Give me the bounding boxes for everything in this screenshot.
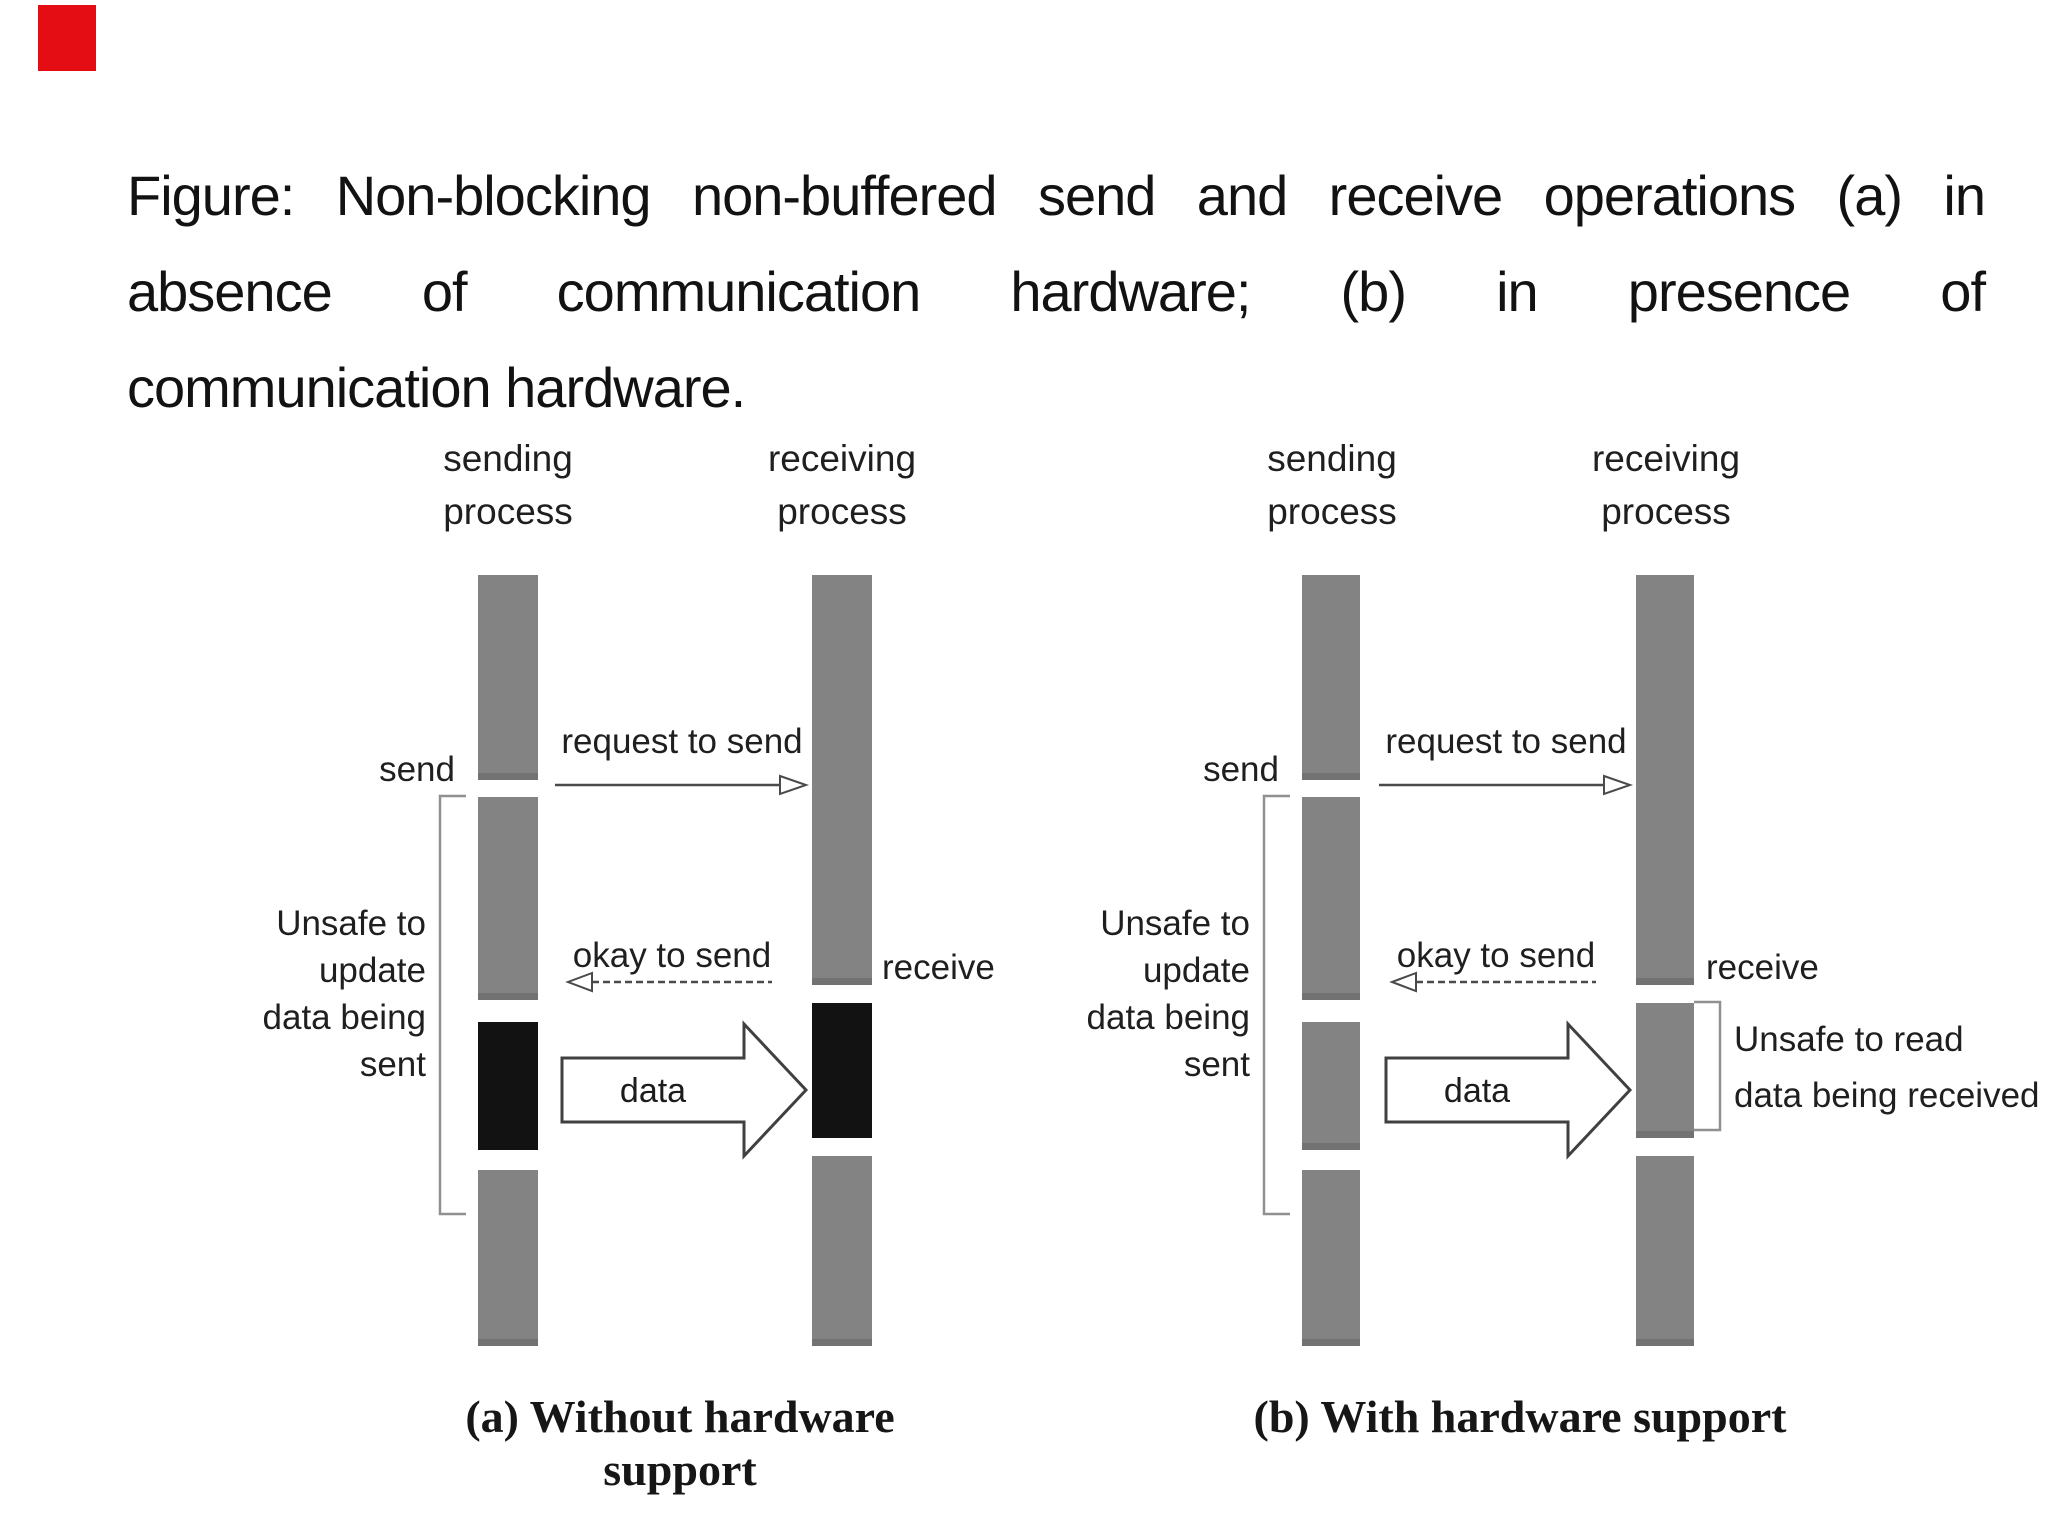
receiving-process-label: receiving process — [1591, 438, 1741, 532]
unsafe-update-bracket — [1262, 794, 1290, 1216]
bar-segment — [1302, 1170, 1360, 1346]
bar-segment — [1636, 575, 1694, 985]
bar-segment — [478, 797, 538, 1000]
okay-to-send-arrow-icon — [1389, 971, 1596, 993]
bar-segment — [1636, 1003, 1694, 1138]
bar-segment — [1636, 1156, 1694, 1346]
page-title: Figure: Non-blocking non-buffered send a… — [127, 148, 1986, 436]
bar-segment — [478, 1170, 538, 1346]
sending-process-label: sending process — [443, 438, 573, 532]
unsafe-read-bracket — [1694, 1000, 1722, 1132]
okay-to-send-label: okay to send — [572, 936, 772, 975]
unsafe-update-bracket — [438, 794, 466, 1216]
bar-segment — [812, 575, 872, 985]
unsafe-update-label: Unsafe to update data being sent — [262, 904, 426, 1084]
unsafe-update-label: Unsafe to update data being sent — [1086, 904, 1250, 1084]
request-to-send-label: request to send — [561, 722, 803, 761]
panel-b-caption: (b) With hardware support — [1253, 1391, 1787, 1442]
panel-a-caption: (a) Without hardware support — [465, 1391, 895, 1495]
data-arrow-label: data — [620, 1072, 686, 1110]
receiving-process-label: receiving process — [767, 438, 917, 532]
okay-to-send-arrow-icon — [565, 971, 772, 993]
bar-segment — [1302, 1022, 1360, 1150]
receive-label: receive — [1706, 948, 1819, 987]
sending-process-label: sending process — [1267, 438, 1397, 532]
bar-segment — [1302, 797, 1360, 1000]
unsafe-read-label: Unsafe to read data being received — [1734, 1020, 2040, 1115]
bar-segment — [812, 1156, 872, 1346]
data-arrow-icon: data — [560, 1020, 809, 1160]
request-to-send-label: request to send — [1385, 722, 1627, 761]
title-line-3: communication hardware. — [127, 356, 746, 419]
data-arrow-label: data — [1444, 1072, 1510, 1110]
title-line-1: Figure: Non-blocking non-buffered send a… — [127, 164, 1986, 227]
request-to-send-arrow-icon — [1379, 774, 1634, 796]
slide-accent-bar — [38, 5, 96, 71]
okay-to-send-label: okay to send — [1396, 936, 1596, 975]
receive-label: receive — [882, 948, 995, 987]
title-line-2: absence of communication hardware; (b) i… — [127, 260, 1986, 323]
send-label: send — [379, 750, 455, 789]
bar-segment-blocked — [478, 1022, 538, 1150]
bar-segment-blocked — [812, 1003, 872, 1138]
data-arrow-icon: data — [1384, 1020, 1633, 1160]
request-to-send-arrow-icon — [555, 774, 810, 796]
bar-segment — [1302, 575, 1360, 780]
bar-segment — [478, 575, 538, 780]
send-label: send — [1203, 750, 1279, 789]
